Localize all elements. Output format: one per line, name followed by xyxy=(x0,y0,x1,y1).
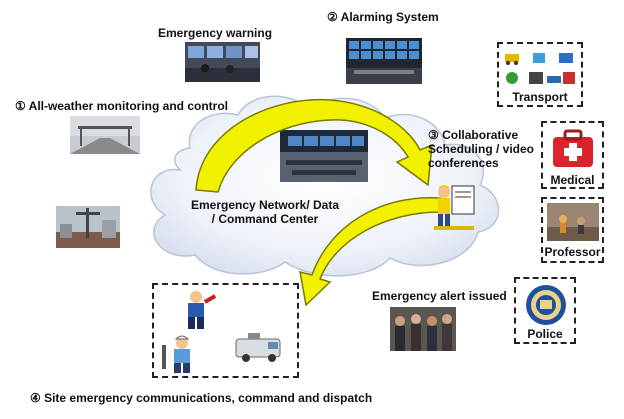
transport-box: Transport xyxy=(497,42,583,107)
emergency-warning-label: Emergency warning xyxy=(158,26,273,40)
site-comm-label: ④ Site emergency communications, command… xyxy=(30,391,373,405)
emergency-warning-photo xyxy=(185,42,260,82)
alarming-system-photo xyxy=(346,38,422,84)
police-label: Police xyxy=(527,327,563,341)
comm-vehicle-icon xyxy=(235,333,281,362)
road-monitoring-photo xyxy=(70,116,140,154)
arrow-to-scheduling xyxy=(195,98,433,193)
engineer-icon xyxy=(162,335,190,373)
medical-box: Medical xyxy=(541,121,604,189)
command-center-label: Emergency Network/ Data / Command Center xyxy=(190,198,340,226)
technician-icon xyxy=(188,291,217,329)
scheduling-worker-icon xyxy=(432,182,476,230)
crowd-photo xyxy=(390,307,456,351)
police-box: Police xyxy=(514,277,576,344)
monitoring-label: ① All-weather monitoring and control xyxy=(15,99,228,113)
alarming-system-label: ② Alarming System xyxy=(327,10,439,24)
alert-issued-label: Emergency alert issued xyxy=(372,289,507,303)
command-center-photo xyxy=(280,130,368,182)
site-box xyxy=(152,283,299,378)
professor-box: Professor xyxy=(541,197,604,263)
transport-label: Transport xyxy=(512,90,568,104)
construction-site-photo xyxy=(56,206,120,248)
professor-label: Professor xyxy=(544,245,601,259)
medical-label: Medical xyxy=(550,173,595,187)
arrow-to-site xyxy=(299,197,441,307)
collaborative-label: ③ Collaborative Scheduling / video confe… xyxy=(428,128,535,170)
